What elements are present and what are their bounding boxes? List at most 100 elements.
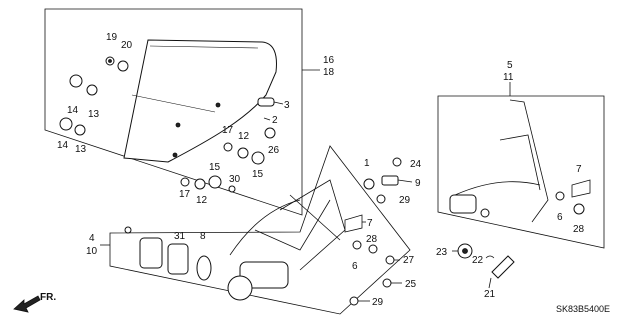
callout-22: 22 <box>472 255 484 266</box>
spacer-14b[interactable] <box>59 117 73 131</box>
handle-21[interactable] <box>491 255 515 279</box>
spacer-15a[interactable] <box>251 151 265 165</box>
nut-29b[interactable] <box>349 296 359 306</box>
callout-14a: 14 <box>67 105 79 116</box>
rear-gear[interactable] <box>480 208 490 218</box>
leader-2 <box>263 117 271 121</box>
bolt-30[interactable] <box>228 185 236 193</box>
callout-7b: 7 <box>576 164 582 175</box>
fastener-cluster-center <box>344 157 402 233</box>
spacer-14a[interactable] <box>69 74 83 88</box>
diagram-code: SK83B5400E <box>556 304 610 314</box>
clip-1[interactable] <box>363 178 375 190</box>
handle-parts <box>457 243 515 279</box>
rear-regulator-rail-1[interactable] <box>509 99 549 223</box>
gear-8[interactable] <box>196 255 212 281</box>
glass-hole-1 <box>215 102 221 108</box>
callout-28a: 28 <box>366 234 378 245</box>
washer-17b[interactable] <box>180 177 190 187</box>
callout-29b: 29 <box>372 297 384 308</box>
grommet-19-core <box>108 59 112 63</box>
callout-5: 5 <box>507 60 513 71</box>
regulator-group <box>109 145 411 315</box>
rear-regulator-motor[interactable] <box>449 194 477 214</box>
glass-hole-2 <box>175 122 181 128</box>
callout-17b: 17 <box>179 189 191 200</box>
nut-28a[interactable] <box>368 244 378 254</box>
callout-2: 2 <box>272 115 278 126</box>
cable-drum-31[interactable] <box>167 243 189 275</box>
callout-19: 19 <box>106 32 118 43</box>
regulator-motor[interactable] <box>239 261 289 289</box>
callout-15b: 15 <box>209 162 221 173</box>
callout-26: 26 <box>268 145 280 156</box>
regulator-arm-a[interactable] <box>279 179 346 271</box>
bolt-27[interactable] <box>385 255 395 265</box>
rear-regulator-group <box>437 95 605 249</box>
glass-edge <box>149 45 259 49</box>
clip-22[interactable] <box>485 255 495 259</box>
callout-11: 11 <box>503 72 514 83</box>
clip-small[interactable] <box>124 226 132 234</box>
bolt-26[interactable] <box>264 127 276 139</box>
callout-1: 1 <box>364 158 370 169</box>
callout-27: 27 <box>403 255 415 266</box>
front-arrow-icon <box>13 295 41 313</box>
rear-regulator-outline <box>437 95 605 249</box>
box-7b <box>571 179 591 198</box>
regulator-rail[interactable] <box>254 199 331 251</box>
regulator-arm-b[interactable] <box>289 194 341 241</box>
glass-group <box>44 8 303 216</box>
washer-23-core <box>462 248 468 254</box>
callout-30: 30 <box>229 174 241 185</box>
bolt-24[interactable] <box>392 157 402 167</box>
nut-28b[interactable] <box>573 203 585 215</box>
callout-16: 16 <box>323 55 335 66</box>
callout-12b: 12 <box>196 195 208 206</box>
regulator-group-outline <box>109 145 411 315</box>
regulator-cable[interactable] <box>229 199 301 256</box>
callout-20: 20 <box>121 40 133 51</box>
callout-8: 8 <box>200 231 206 242</box>
callout-12a: 12 <box>238 131 250 142</box>
callout-labels: 19 20 14 13 14 13 16 18 3 2 17 12 26 15 … <box>57 32 585 308</box>
callout-23: 23 <box>436 247 448 258</box>
callout-4: 4 <box>89 233 95 244</box>
leader-3 <box>273 101 284 105</box>
front-label: FR. <box>40 292 56 303</box>
nut-20[interactable] <box>117 60 129 72</box>
regulator-gear-case[interactable] <box>139 237 163 269</box>
collar-12b[interactable] <box>194 178 206 190</box>
bracket-9[interactable] <box>381 175 399 186</box>
callout-28b: 28 <box>573 224 585 235</box>
spacer-15b[interactable] <box>208 175 222 189</box>
callout-13b: 13 <box>75 144 87 155</box>
bolt-25[interactable] <box>382 278 392 288</box>
leader-9 <box>397 179 413 183</box>
glass-runchannel[interactable] <box>257 97 275 107</box>
callout-9: 9 <box>415 178 421 189</box>
door-glass[interactable] <box>123 39 277 163</box>
callout-31: 31 <box>174 231 186 242</box>
washer-17a[interactable] <box>223 142 233 152</box>
front-indicator: FR. <box>13 292 56 313</box>
callout-3: 3 <box>284 100 290 111</box>
glass-reflection <box>131 94 216 113</box>
nut-29a[interactable] <box>376 194 386 204</box>
callout-25: 25 <box>405 279 417 290</box>
collar-13b[interactable] <box>74 124 86 136</box>
leader-21 <box>488 277 492 289</box>
glass-hole-3 <box>172 152 178 158</box>
rear-regulator-rail-2[interactable] <box>499 134 541 191</box>
collar-12a[interactable] <box>237 147 249 159</box>
bolt-6b[interactable] <box>555 191 565 201</box>
callout-29a: 29 <box>399 195 411 206</box>
rear-regulator-cable[interactable] <box>454 181 541 196</box>
callout-21: 21 <box>484 289 496 300</box>
callout-13a: 13 <box>88 109 100 120</box>
bolt-6a[interactable] <box>352 240 362 250</box>
collar-13a[interactable] <box>86 84 98 96</box>
callout-6b: 6 <box>557 212 563 223</box>
motor-gear-housing[interactable] <box>227 275 253 301</box>
